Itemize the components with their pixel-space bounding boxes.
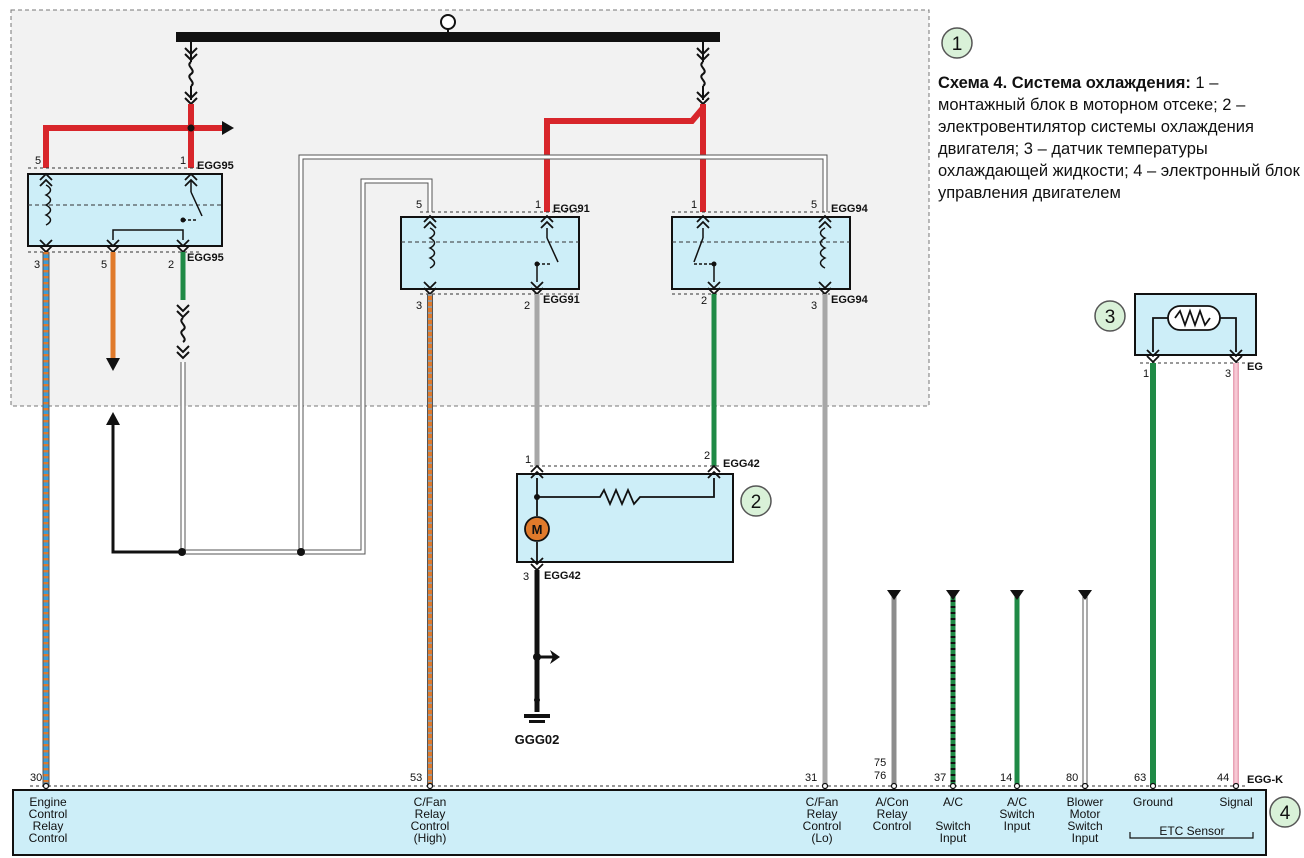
callout-2 xyxy=(740,485,772,517)
caption-text: 1 – монтажный блок в моторном отсеке; 2 … xyxy=(938,74,1300,202)
connector-label: EGG91 xyxy=(543,294,580,306)
ecu-label: Control xyxy=(873,819,912,833)
ecu-label: Relay xyxy=(807,807,838,821)
relay-egg95 xyxy=(27,173,223,247)
connector-label: EGG42 xyxy=(544,570,581,582)
diagram-caption: Схема 4. Система охлаждения: 1 – монтажн… xyxy=(938,72,1300,204)
ecu-label: Input xyxy=(940,831,967,845)
pin-label: 3 xyxy=(1225,368,1231,380)
ecu-label: Relay xyxy=(877,807,908,821)
ecu-pin: 31 xyxy=(805,772,817,784)
pin-label: 1 xyxy=(525,454,531,466)
ecu-pin: 63 xyxy=(1134,772,1146,784)
pin-label: 1 xyxy=(535,199,541,211)
ecu-label: A/C xyxy=(943,795,963,809)
ecu-label: Signal xyxy=(1219,795,1252,809)
fuse-link-left xyxy=(184,42,198,106)
pin-label: 5 xyxy=(35,155,41,167)
ecu-label: Input xyxy=(1072,831,1099,845)
ground-label: GGG02 xyxy=(515,732,560,747)
ecu-pin: 14 xyxy=(1000,772,1012,784)
ecu-label: C/Fan xyxy=(806,795,839,809)
svg-text:1: 1 xyxy=(952,34,963,55)
motor-icon xyxy=(524,516,550,542)
connector-label: EGG94 xyxy=(831,203,869,215)
ecu-label: Switch xyxy=(935,819,970,833)
connector-label: EGG-K xyxy=(1247,774,1283,786)
ecu-pin: 44 xyxy=(1217,772,1229,784)
ecu-label: C/Fan xyxy=(414,795,447,809)
pin-label: 1 xyxy=(180,155,186,167)
connector-label: EGG94 xyxy=(831,294,869,306)
svg-text:2: 2 xyxy=(751,492,762,513)
etc-sensor-bracket xyxy=(1129,832,1254,839)
ecu-pin: 76 xyxy=(874,770,886,782)
connector-chevrons xyxy=(39,172,832,296)
callout-3 xyxy=(1094,300,1126,332)
ecu-label: Ground xyxy=(1133,795,1173,809)
fan-motor-unit xyxy=(516,473,734,563)
ecu-label: Control xyxy=(411,819,450,833)
ecu-label: A/C xyxy=(1007,795,1027,809)
ecu-label: Relay xyxy=(33,819,64,833)
ecu-label: Control xyxy=(29,831,68,845)
ecu-label: ETC Sensor xyxy=(1159,824,1224,838)
ecu-label: Switch xyxy=(1067,819,1102,833)
ecu-pin: 53 xyxy=(410,772,422,784)
power-bus-bar xyxy=(176,32,720,42)
wire-return xyxy=(111,425,183,554)
bus-terminal xyxy=(440,14,456,30)
ecu-label: Motor xyxy=(1070,807,1101,821)
pin-label: 5 xyxy=(416,199,422,211)
ecu-label: (Lo) xyxy=(811,831,832,845)
ecu-unit xyxy=(12,789,1267,856)
connector-label: EGG91 xyxy=(553,203,590,215)
pin-label: 5 xyxy=(101,259,107,271)
ecu-pin: 80 xyxy=(1066,772,1078,784)
connector-label: EGG95 xyxy=(187,252,224,264)
pin-label: 2 xyxy=(168,259,174,271)
caption-heading: Схема 4. Система охлаждения: xyxy=(938,74,1191,92)
pin-label: 3 xyxy=(416,300,422,312)
ground-symbol xyxy=(524,714,550,718)
fuse-link-right xyxy=(696,42,710,106)
pin-label: 2 xyxy=(704,450,710,462)
pin-label: 3 xyxy=(34,259,40,271)
ecu-label: Control xyxy=(803,819,842,833)
pin-label: 2 xyxy=(524,300,530,312)
ecu-pin: 75 xyxy=(874,757,886,769)
svg-text:3: 3 xyxy=(1105,307,1116,328)
connector-label: EGG95 xyxy=(197,160,234,172)
ecu-label: Control xyxy=(29,807,68,821)
callout-1 xyxy=(941,27,973,59)
svg-text:4: 4 xyxy=(1280,803,1291,824)
ecu-label: Relay xyxy=(415,807,446,821)
ecu-label: Switch xyxy=(999,807,1034,821)
ecu-label: Engine xyxy=(29,795,67,809)
callout-4 xyxy=(1269,796,1301,828)
ecu-pin: 37 xyxy=(934,772,946,784)
pin-label: 1 xyxy=(1143,368,1149,380)
motor-symbol: M xyxy=(532,522,543,537)
connector-label: EGG42 xyxy=(723,458,760,470)
relay-egg94 xyxy=(671,216,851,290)
ecu-label: Blower xyxy=(1067,795,1104,809)
ecu-label: (High) xyxy=(414,831,447,845)
ecu-pin: 30 xyxy=(30,772,42,784)
ecu-label: Input xyxy=(1004,819,1031,833)
pin-label: 3 xyxy=(523,571,529,583)
pin-label: 3 xyxy=(811,300,817,312)
ecu-label: A/Con xyxy=(875,795,908,809)
connector-label: EG xyxy=(1247,361,1263,373)
pin-label: 1 xyxy=(691,199,697,211)
red-wire-arrow xyxy=(222,121,234,135)
pin-label: 5 xyxy=(811,199,817,211)
pin-label: 2 xyxy=(701,295,707,307)
